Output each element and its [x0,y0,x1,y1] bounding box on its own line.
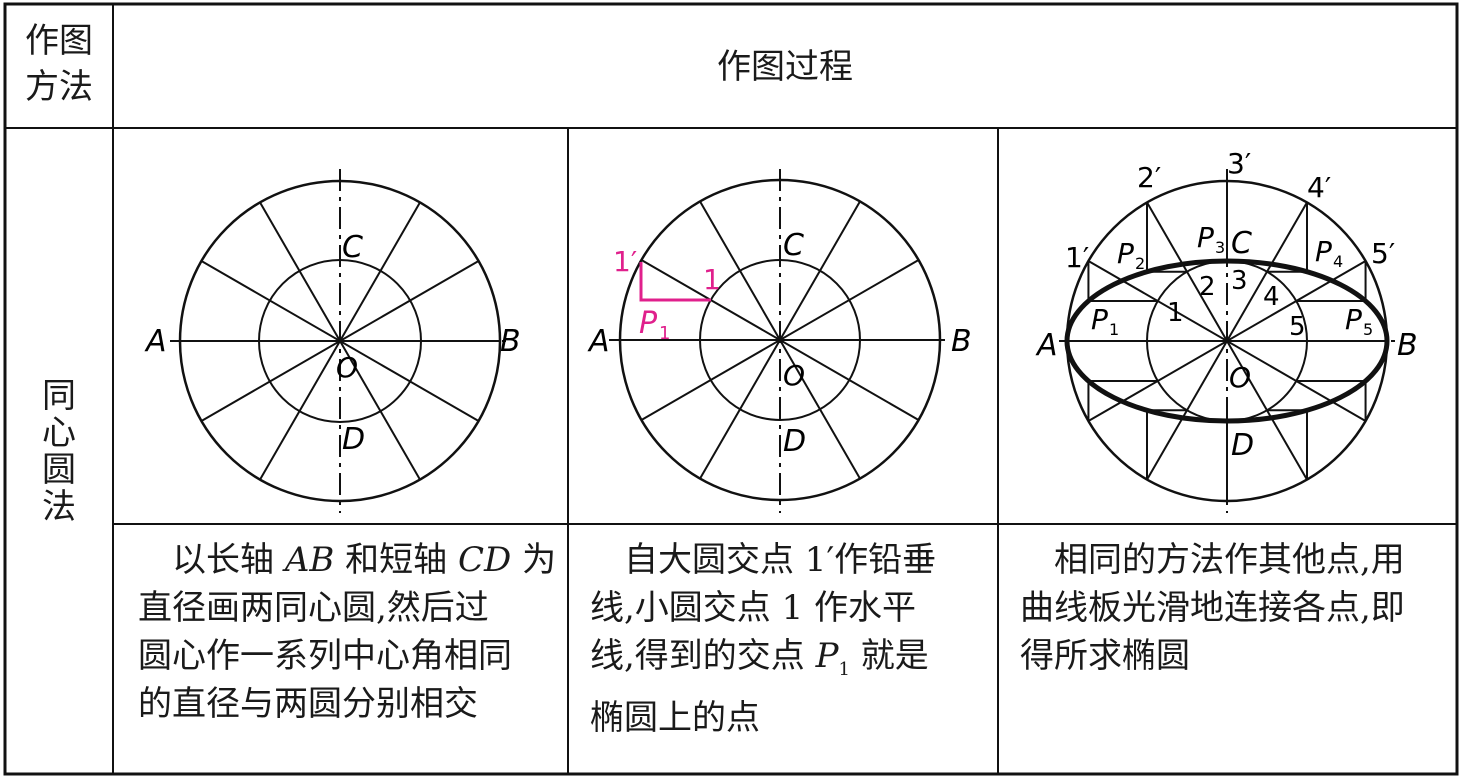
step1-description: 以长轴 AB 和短轴 CD 为直径画两同心圆,然后过圆心作一系列中心角相同的直径… [138,536,558,728]
construction-lines [639,262,711,302]
label-p-sub: 4 [1333,252,1343,271]
label-p1: P [639,306,658,341]
method-name-char: 心 [42,413,76,453]
description-line: 圆心作一系列中心角相同 [138,636,512,676]
label-small-point: 2 [1199,272,1216,302]
label-o: O [336,351,358,384]
description-line: 线,小圆交点 1 作水平 [590,588,917,628]
label-a: A [144,324,167,359]
step3-description: 相同的方法作其他点,用曲线板光滑地连接各点,即得所求椭圆 [1020,536,1450,680]
label-b: B [500,324,521,359]
label-c: C [783,228,804,263]
description-line: 相同的方法作其他点,用 [1020,540,1405,580]
label-1: 1 [703,263,721,296]
header-method-line1: 作图 [25,21,93,61]
header-process-label: 作图过程 [717,47,853,87]
step1-diagram: A B C O D [144,169,521,513]
step2-description: 自大圆交点 1′作铅垂线,小圆交点 1 作水平线,得到的交点 P1 就是椭圆上的… [590,536,990,742]
description-line: 自大圆交点 1′作铅垂 [590,540,937,580]
step2-diagram: 1′ 1 P 1 A B C O D [587,169,972,513]
italic-symbol: AB [284,540,335,580]
method-name-char: 法 [42,487,76,527]
label-small-point: 5 [1289,312,1306,342]
method-name-char: 同 [42,376,76,416]
label-o: O [783,359,805,392]
label-d: D [342,422,365,457]
label-p-point: P [1345,303,1362,336]
label-o: O [1229,361,1251,394]
description-line: 的直径与两圆分别相交 [138,684,478,724]
label-big-point: 5′ [1371,237,1395,270]
italic-symbol: P [815,636,839,676]
label-p-point: P [1091,303,1108,336]
label-p-point: P [1315,235,1332,268]
label-p-point: P [1117,237,1134,270]
description-line: 曲线板光滑地连接各点,即 [1020,588,1405,628]
label-d: D [1231,428,1254,463]
description-line: 得所求椭圆 [1020,636,1190,676]
label-a: A [587,324,610,359]
header-method-label: 作图 方法 [5,18,113,110]
italic-symbol: CD [457,540,512,580]
description-line: 椭圆上的点 [590,697,760,738]
label-p-sub: 5 [1363,320,1373,339]
description-line: 直径画两同心圆,然后过 [138,588,489,628]
label-big-point: 3′ [1227,147,1251,180]
subscript: 1 [838,658,850,680]
description-line: 线,得到的交点 P1 就是 [590,636,929,680]
label-b: B [951,324,972,359]
label-c: C [1231,226,1252,261]
label-p-sub: 3 [1215,238,1225,257]
header-method-line2: 方法 [25,67,93,107]
label-d: D [783,424,806,459]
label-small-point: 3 [1231,266,1248,296]
label-small-point: 1 [1167,298,1184,328]
method-name-char: 圆 [42,450,76,490]
label-p1-sub: 1 [659,323,670,344]
label-small-point: 4 [1263,282,1280,312]
label-a: A [1035,328,1058,363]
label-big-point: 2′ [1137,161,1161,194]
label-b: B [1397,328,1418,363]
label-p-point: P [1197,221,1214,254]
method-name: 同 心 圆 法 [29,378,89,526]
label-p-sub: 1 [1109,320,1119,339]
label-1prime: 1′ [613,245,637,278]
label-p-sub: 2 [1135,254,1145,273]
label-big-point: 4′ [1307,171,1331,204]
description-line: 以长轴 AB 和短轴 CD 为 [138,540,557,580]
label-c: C [342,230,363,265]
label-big-point: 1′ [1065,241,1089,274]
